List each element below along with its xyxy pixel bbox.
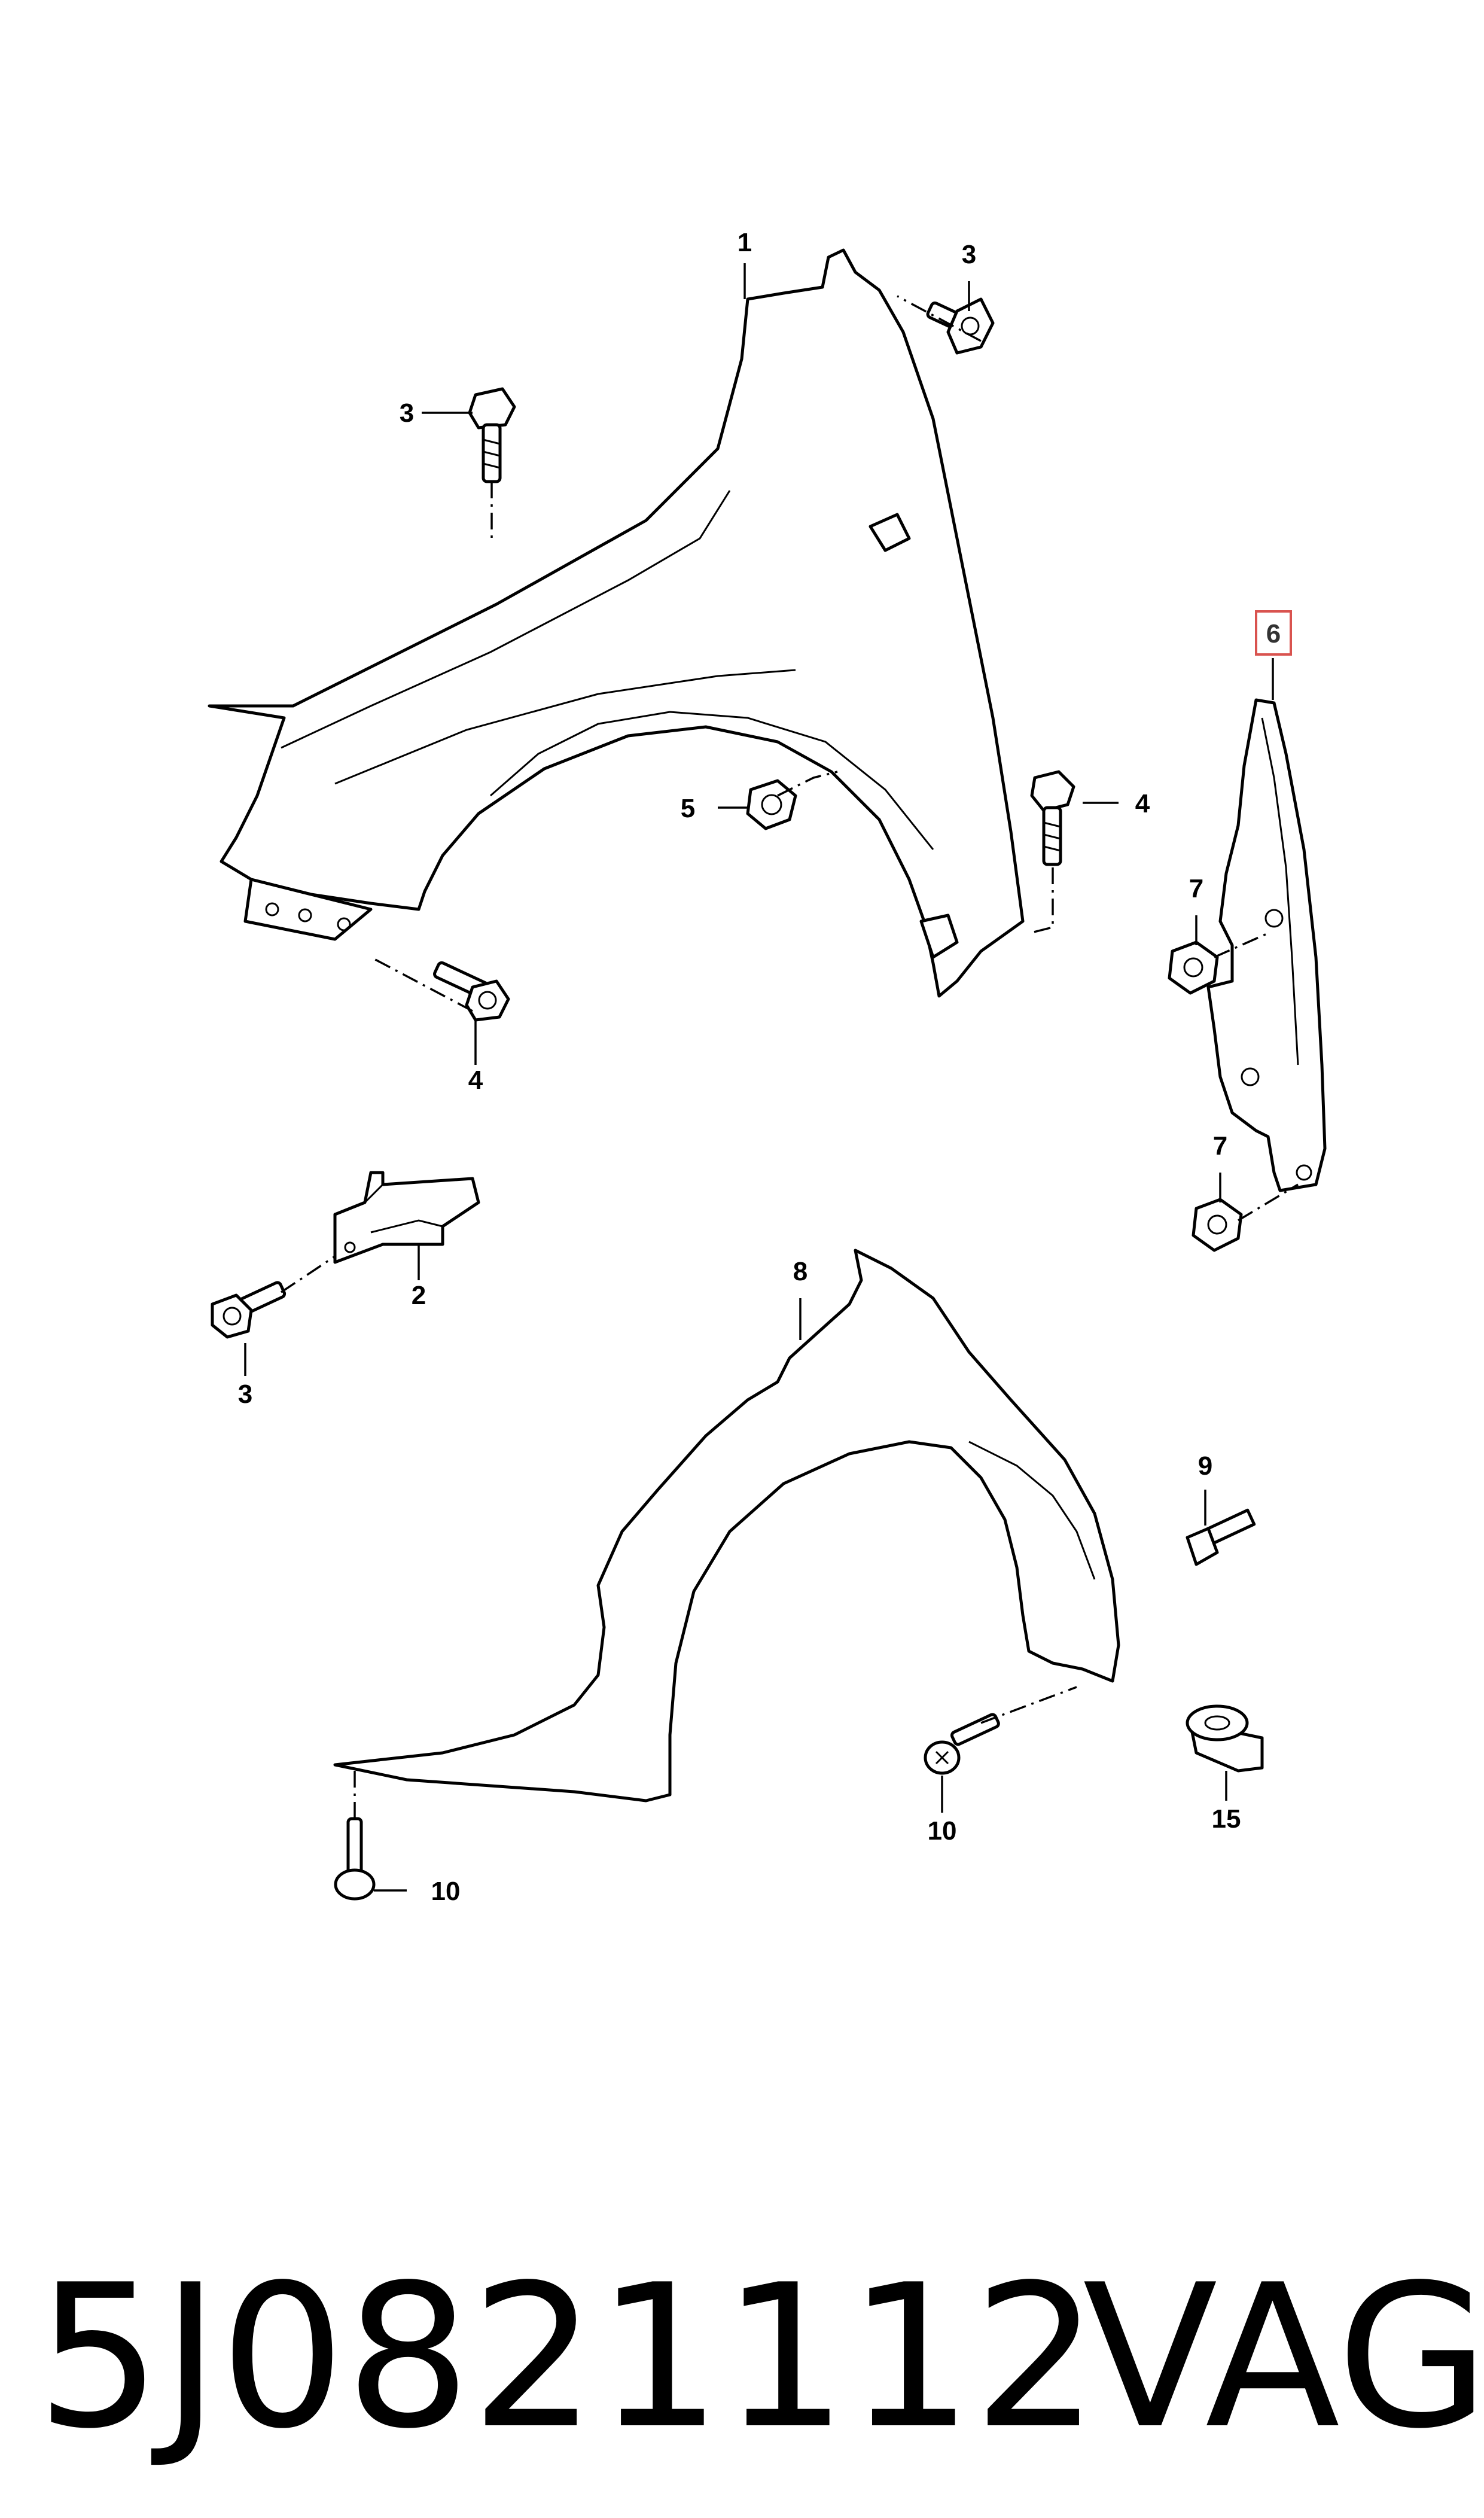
callout-3: 3 bbox=[400, 398, 414, 428]
callout-10: 10 bbox=[431, 1877, 461, 1906]
part-number-label: 5J0821112 bbox=[36, 2242, 1099, 2472]
callout-6-highlight-box bbox=[1255, 610, 1292, 656]
callout-2: 2 bbox=[412, 1281, 426, 1310]
bolt-3-lower-left bbox=[211, 1281, 287, 1339]
bolt-4-lower bbox=[433, 961, 510, 1022]
callout-3: 3 bbox=[238, 1380, 252, 1409]
bolt-3-top-right bbox=[926, 297, 995, 355]
callout-labels: 1 3 3 4 5 4 6 7 7 8 2 3 9 10 10 15 bbox=[238, 228, 1292, 1906]
callout-1: 1 bbox=[738, 228, 752, 257]
callout-4: 4 bbox=[468, 1065, 483, 1095]
bolt-9 bbox=[1186, 1508, 1256, 1566]
callout-8: 8 bbox=[793, 1257, 807, 1286]
callout-5: 5 bbox=[681, 794, 695, 823]
callout-3: 3 bbox=[962, 240, 976, 269]
clip-15 bbox=[1186, 1704, 1264, 1773]
brand-label: VAG bbox=[1083, 2242, 1484, 2472]
leader-lines bbox=[244, 263, 1299, 1892]
wheel-arch-liner bbox=[333, 1249, 1120, 1803]
bolt-4-right bbox=[1030, 770, 1075, 866]
fender-seal-part-6 bbox=[1206, 698, 1327, 1192]
callout-4: 4 bbox=[1135, 789, 1150, 818]
front-fender bbox=[208, 248, 1025, 998]
callout-6: 6 bbox=[1266, 619, 1281, 648]
callout-10: 10 bbox=[928, 1816, 957, 1846]
nut-7-lower bbox=[1192, 1198, 1243, 1252]
callout-7: 7 bbox=[1189, 874, 1203, 903]
screw-10-left bbox=[334, 1817, 376, 1901]
callout-9: 9 bbox=[1198, 1451, 1212, 1481]
mounting-bracket bbox=[333, 1171, 480, 1264]
nut-5 bbox=[746, 779, 797, 830]
callout-15: 15 bbox=[1212, 1804, 1241, 1834]
callout-7: 7 bbox=[1213, 1131, 1227, 1161]
screw-10-center bbox=[924, 1713, 1000, 1775]
bolt-3-left bbox=[468, 387, 516, 483]
